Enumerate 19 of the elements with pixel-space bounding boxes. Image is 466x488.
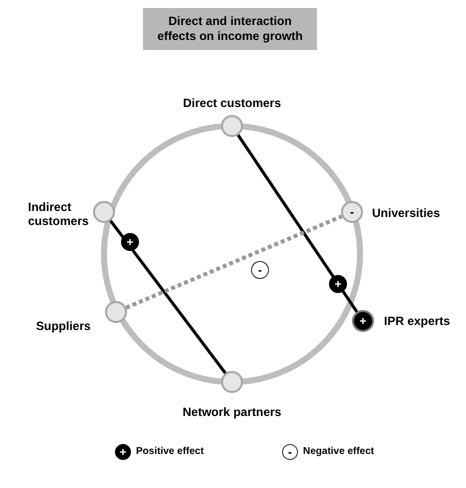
positive-effect-marker: + [358, 314, 368, 328]
dashed-connector [125, 214, 343, 310]
node-label: Indirect customers [28, 200, 90, 228]
negative-effect-marker: - [282, 444, 298, 460]
node-label: Direct customers [182, 96, 282, 110]
negative-effect-marker: - [251, 261, 269, 279]
positive-effect-marker: + [115, 444, 131, 460]
positive-effect-marker: + [121, 233, 139, 251]
connector [109, 220, 227, 374]
negative-effect-marker: - [349, 205, 355, 219]
legend-label: Negative effect [303, 446, 374, 457]
node-label: IPR experts [384, 314, 450, 328]
positive-effect-marker: + [329, 275, 347, 293]
node-label: Suppliers [36, 319, 91, 333]
legend-label: Positive effect [136, 446, 204, 457]
connector [236, 134, 358, 313]
node-label: Universities [372, 206, 440, 220]
node-label: Network partners [182, 405, 282, 419]
title-banner: Direct and interaction effects on income growth [143, 8, 317, 50]
